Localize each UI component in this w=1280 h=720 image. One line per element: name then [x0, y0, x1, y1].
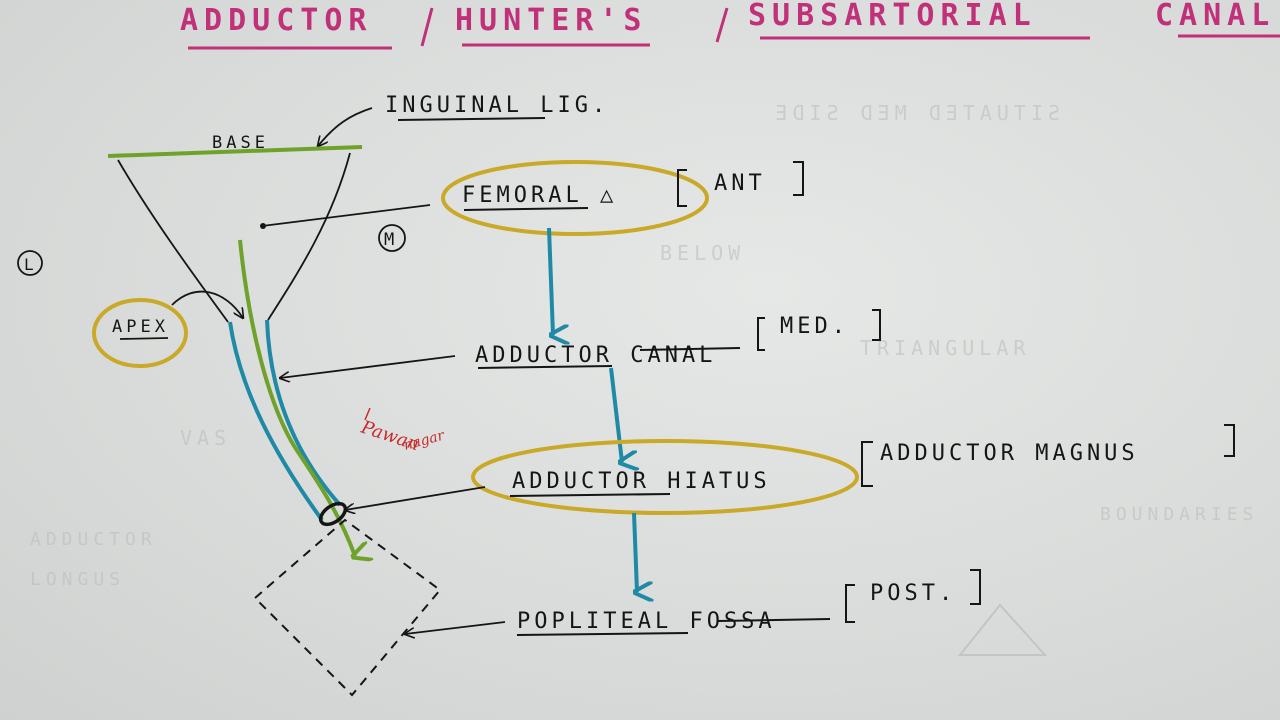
- svg-text:BELOW: BELOW: [660, 241, 745, 265]
- apex-label: APEX: [92, 290, 243, 368]
- title-adductor: ADDUCTOR: [180, 3, 373, 38]
- title-hunters: HUNTER'S: [455, 3, 648, 38]
- svg-text:M: M: [384, 230, 398, 250]
- femoral-triangle-label: FEMORAL △ ANT: [441, 160, 804, 236]
- lateral-marker: L: [17, 250, 43, 276]
- flow-arrow-2: [609, 367, 622, 462]
- flow-arrow-1: [547, 227, 553, 335]
- svg-text:LONGUS: LONGUS: [30, 569, 125, 590]
- canal-sketch: [228, 239, 442, 697]
- title-subsartorial: SUBSARTORIAL: [748, 0, 1037, 33]
- bleed-through-text: SITUATED MED SIDE BELOW TRIANGULAR VAS B…: [30, 101, 1258, 656]
- popliteal-fossa-label: POPLITEAL FOSSA POST.: [405, 569, 981, 635]
- svg-text:SITUATED MED SIDE: SITUATED MED SIDE: [770, 101, 1060, 125]
- inguinal-ligament-label: INGUINAL LIG.: [318, 93, 609, 146]
- svg-text:ADDUCTOR HIATUS: ADDUCTOR HIATUS: [512, 469, 771, 494]
- svg-text:L: L: [24, 255, 38, 274]
- svg-text:ADDUCTOR: ADDUCTOR: [30, 529, 157, 550]
- svg-text:INGUINAL LIG.: INGUINAL LIG.: [385, 93, 609, 118]
- base-label: BASE: [212, 133, 269, 153]
- svg-text:APEX: APEX: [112, 317, 169, 337]
- signature: Pawan nagar: [358, 407, 447, 455]
- svg-text:FEMORAL △: FEMORAL △: [462, 183, 617, 208]
- svg-text:VAS: VAS: [180, 426, 231, 450]
- base-line: [107, 145, 363, 158]
- title-canal: CANAL: [1155, 0, 1275, 33]
- popliteal-fossa-outline: [253, 518, 442, 697]
- adductor-hiatus-label: ADDUCTOR HIATUS ADDUCTOR MAGNUS: [345, 424, 1235, 515]
- canal-position: MED.: [780, 314, 849, 339]
- femoral-position: ANT: [714, 171, 766, 196]
- adductor-canal-label: ADDUCTOR CANAL MED.: [280, 309, 881, 378]
- medial-marker: M: [378, 224, 406, 252]
- page-title: ADDUCTOR HUNTER'S SUBSARTORIAL CANAL: [180, 0, 1280, 50]
- flow-arrow-3: [632, 512, 637, 592]
- popliteal-position: POST.: [870, 581, 956, 606]
- svg-text:BOUNDARIES: BOUNDARIES: [1100, 504, 1258, 525]
- hiatus-position: ADDUCTOR MAGNUS: [880, 441, 1139, 466]
- femoral-triangle-sketch: BASE: [107, 133, 431, 323]
- svg-text:TRIANGULAR: TRIANGULAR: [860, 336, 1030, 360]
- svg-text:ADDUCTOR CANAL: ADDUCTOR CANAL: [475, 343, 716, 368]
